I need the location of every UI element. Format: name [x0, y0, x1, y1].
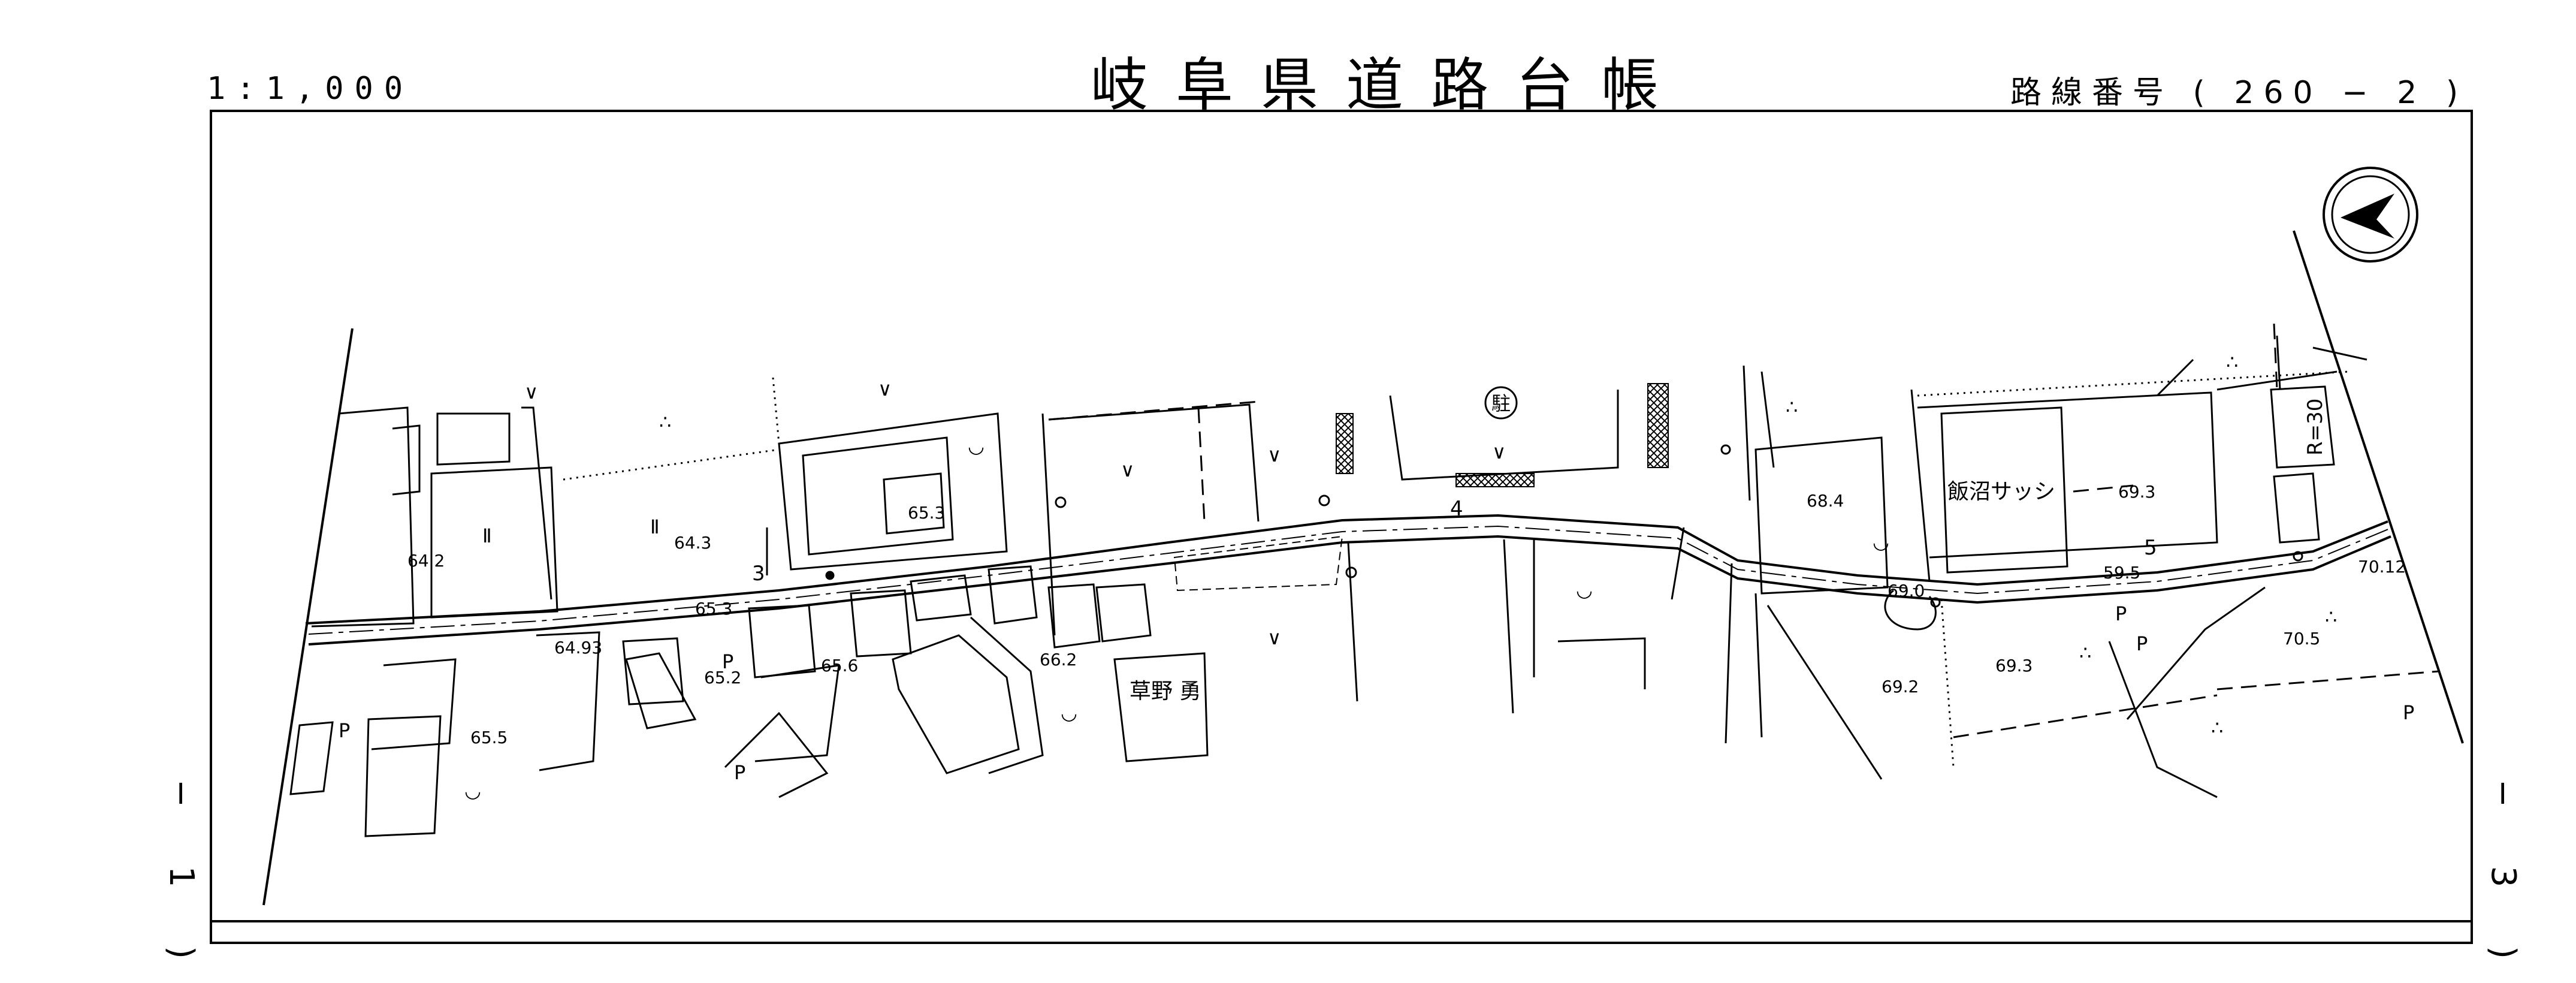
elevation-label: 59.5	[2103, 563, 2140, 583]
sheet-boundary-left	[262, 328, 354, 906]
elevation-label: 65.5	[470, 728, 508, 747]
elevation-label: 69.2	[1882, 677, 1919, 696]
paddy-symbol: Ⅱ	[482, 524, 492, 547]
grass-symbol: ∴	[2211, 716, 2223, 739]
elevation-label: 69.3	[2118, 482, 2155, 502]
road	[305, 514, 2391, 646]
elevation-label: 69.3	[1995, 656, 2033, 676]
elevation-label: 69.0	[1888, 581, 1925, 601]
residential-symbol: P	[2403, 701, 2414, 724]
north-arrow-icon[interactable]	[2323, 167, 2418, 263]
elevation-points: 64.2 64.3 65.3 64.93 65.2 65.5 65.6 65.3…	[407, 482, 2406, 747]
route-number-label: 路線番号	[2010, 75, 2174, 111]
station-number-5: 5	[2144, 536, 2157, 560]
residential-symbol: P	[2115, 602, 2127, 625]
field-symbol: ∨	[1267, 444, 1281, 466]
parcels	[289, 335, 2367, 837]
elevation-label: 64.2	[407, 551, 445, 571]
field-symbol: ∨	[1492, 441, 1506, 463]
residential-symbol: P	[339, 719, 350, 742]
road-map: 駐 R=30 飯沼サッシ 草野 勇 3 4 5 64.2 64.3 65.3 6…	[210, 167, 2473, 922]
grass-symbol: ∴	[2325, 605, 2337, 628]
hatched-walls	[1336, 383, 1669, 487]
station-number-4: 4	[1450, 497, 1463, 521]
dashed-boundaries	[1048, 323, 2439, 738]
grass-symbol: ∴	[2226, 351, 2238, 373]
residential-symbol: P	[2136, 632, 2148, 655]
elevation-label: 66.2	[1040, 650, 1077, 670]
route-number-value: ( 260 − 2 )	[2193, 75, 2468, 111]
radius-label: R=30	[2303, 399, 2327, 456]
dotted-boundaries	[563, 370, 2349, 768]
elevation-label: 65.3	[695, 599, 732, 619]
map-scale: 1:1,000	[207, 71, 414, 107]
sheet-boundary-right	[2293, 230, 2464, 744]
orchard-symbol: ◡	[968, 435, 985, 457]
field-symbol: ∨	[1121, 459, 1134, 481]
elevation-label: 64.3	[674, 533, 711, 553]
land-use-symbols: ∨ ∨ ∨ ∨ ∨ ∨ ∴ ∴ ∴ ∴ ∴ ∴ Ⅱ Ⅱ P P P P P P …	[339, 351, 2414, 802]
station-number-3: 3	[752, 562, 765, 586]
residential-symbol: P	[722, 650, 733, 673]
paddy-symbol: Ⅱ	[650, 515, 660, 538]
grass-symbol: ∴	[659, 411, 671, 433]
page-title: 岐阜県道路台帳	[1091, 52, 1686, 119]
parking-symbol: 駐	[1491, 392, 1511, 415]
field-symbol: ∨	[878, 378, 892, 400]
field-symbol: ∨	[524, 381, 538, 403]
elevation-label: 65.6	[821, 656, 858, 676]
owner-label-iinuma: 飯沼サッシ	[1947, 480, 2055, 504]
field-symbol: ∨	[1267, 626, 1281, 649]
elevation-label: 68.4	[1807, 491, 1844, 511]
grass-symbol: ∴	[2079, 641, 2091, 664]
elevation-label: 65.2	[704, 668, 741, 688]
orchard-symbol: ◡	[1576, 578, 1593, 601]
grass-symbol: ∴	[1786, 396, 1798, 418]
owner-label-kusano: 草野 勇	[1130, 679, 1201, 704]
parking-icon: 駐	[1484, 386, 1518, 420]
orchard-symbol: ◡	[1873, 530, 1889, 553]
route-number: 路線番号 ( 260 − 2 )	[2010, 67, 2468, 112]
elevation-label: 70.12	[2358, 557, 2406, 577]
elevation-label: 70.5	[2283, 629, 2320, 649]
orchard-symbol: ◡	[1061, 701, 1077, 724]
residential-symbol: P	[734, 761, 745, 784]
elevation-label: 65.3	[908, 503, 945, 523]
elevation-label: 64.93	[554, 638, 602, 658]
orchard-symbol: ◡	[464, 779, 481, 802]
survey-markers	[825, 444, 2303, 608]
